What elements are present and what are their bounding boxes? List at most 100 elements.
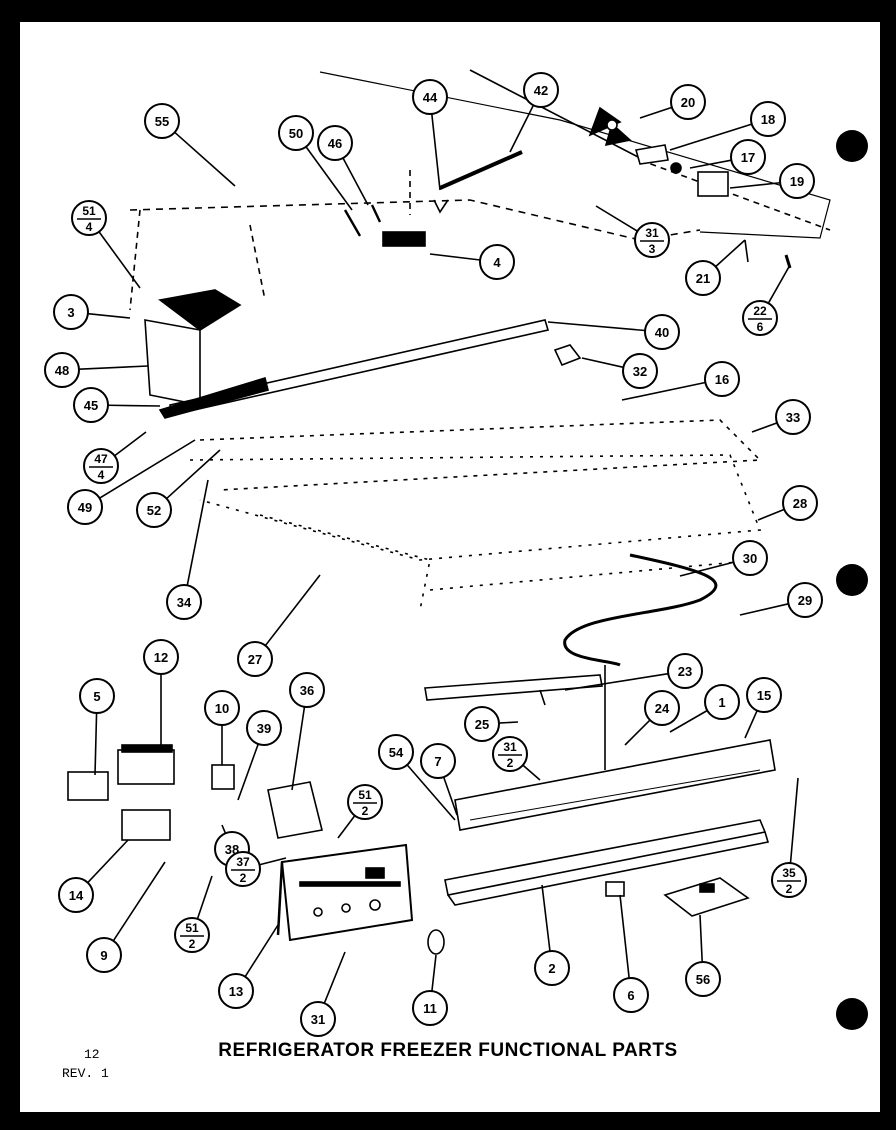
callout-22-6: 226	[742, 300, 778, 336]
callout-49: 49	[67, 489, 103, 525]
callout-37-2: 372	[225, 851, 261, 887]
callout-28: 28	[782, 485, 818, 521]
callout-number: 27	[248, 652, 262, 667]
leader-line	[757, 508, 785, 521]
callout-quantity: 2	[362, 804, 369, 818]
callout-32: 32	[622, 353, 658, 389]
callout-quantity: 6	[757, 320, 764, 334]
callout-circle	[420, 743, 456, 779]
callout-6: 6	[613, 977, 649, 1013]
leader-line	[87, 839, 129, 884]
callout-circle	[667, 653, 703, 689]
leader-line	[112, 861, 166, 942]
callout-50: 50	[278, 115, 314, 151]
callout-16: 16	[704, 361, 740, 397]
callout-34: 34	[166, 584, 202, 620]
callout-number: 16	[715, 372, 729, 387]
leader-line	[564, 672, 669, 691]
leader-line	[689, 159, 732, 169]
callout-circle	[246, 710, 282, 746]
leader-line	[522, 764, 541, 781]
leader-line	[342, 157, 369, 206]
callout-number: 10	[215, 701, 229, 716]
callout-number: 37	[236, 855, 250, 869]
callout-45: 45	[73, 387, 109, 423]
callout-number: 19	[790, 174, 804, 189]
callout-circle	[523, 72, 559, 108]
callout-number: 12	[154, 650, 168, 665]
callout-2: 2	[534, 950, 570, 986]
callout-number: 14	[69, 888, 84, 903]
leader-line	[114, 431, 147, 457]
callout-42: 42	[523, 72, 559, 108]
callout-circle	[634, 222, 670, 258]
callout-31: 31	[300, 1001, 336, 1037]
callout-number: 1	[718, 695, 725, 710]
leader-line	[244, 924, 279, 978]
leader-line	[498, 721, 519, 724]
callout-19: 19	[779, 163, 815, 199]
callout-51-4: 514	[71, 200, 107, 236]
callout-circle	[237, 641, 273, 677]
callout-number: 45	[84, 398, 98, 413]
callout-52: 52	[136, 492, 172, 528]
callout-21: 21	[685, 260, 721, 296]
callout-circle	[492, 736, 528, 772]
leader-line	[87, 312, 131, 319]
callout-number: 20	[681, 95, 695, 110]
callout-35-2: 352	[771, 862, 807, 898]
callout-number: 52	[147, 503, 161, 518]
leader-line	[669, 709, 708, 733]
callout-47-4: 474	[83, 448, 119, 484]
callout-number: 51	[82, 204, 96, 218]
leader-line	[186, 479, 209, 586]
callout-number: 22	[753, 304, 767, 318]
callout-circle	[136, 492, 172, 528]
callout-44: 44	[412, 79, 448, 115]
callout-number: 33	[786, 410, 800, 425]
callout-number: 31	[311, 1012, 325, 1027]
callout-circle	[534, 950, 570, 986]
callout-circle	[53, 294, 89, 330]
leader-line	[406, 764, 456, 821]
leader-line	[669, 123, 753, 151]
leader-line	[78, 365, 149, 371]
callout-circle	[174, 917, 210, 953]
callout-circle	[771, 862, 807, 898]
callout-circle	[204, 690, 240, 726]
callout-1: 1	[704, 684, 740, 720]
callout-11: 11	[412, 990, 448, 1026]
callout-quantity: 2	[507, 756, 514, 770]
binder-hole-middle	[836, 564, 868, 596]
callout-circle	[670, 84, 706, 120]
leader-line	[729, 181, 781, 189]
callout-circle	[464, 706, 500, 742]
callout-circle	[71, 200, 107, 236]
leader-line	[431, 954, 437, 992]
leader-line	[323, 951, 346, 1004]
leader-line	[639, 106, 673, 119]
callout-circle	[412, 79, 448, 115]
leader-line	[547, 321, 646, 332]
callout-number: 39	[257, 721, 271, 736]
callout-number: 44	[423, 90, 438, 105]
callout-quantity: 2	[189, 937, 196, 951]
callout-number: 47	[94, 452, 108, 466]
callout-56: 56	[685, 961, 721, 997]
callout-number: 51	[358, 788, 372, 802]
callout-circle	[742, 300, 778, 336]
leader-line	[264, 574, 321, 647]
callout-circle	[644, 314, 680, 350]
leader-line	[739, 603, 789, 616]
callout-number: 54	[389, 745, 404, 760]
callout-27: 27	[237, 641, 273, 677]
callout-circle	[225, 851, 261, 887]
leader-line	[595, 205, 638, 232]
callout-31-3: 313	[634, 222, 670, 258]
callout-number: 6	[627, 988, 634, 1003]
diagram-title: REFRIGERATOR FREEZER FUNCTIONAL PARTS	[218, 1040, 678, 1061]
callout-number: 9	[100, 948, 107, 963]
leader-line	[259, 857, 287, 866]
